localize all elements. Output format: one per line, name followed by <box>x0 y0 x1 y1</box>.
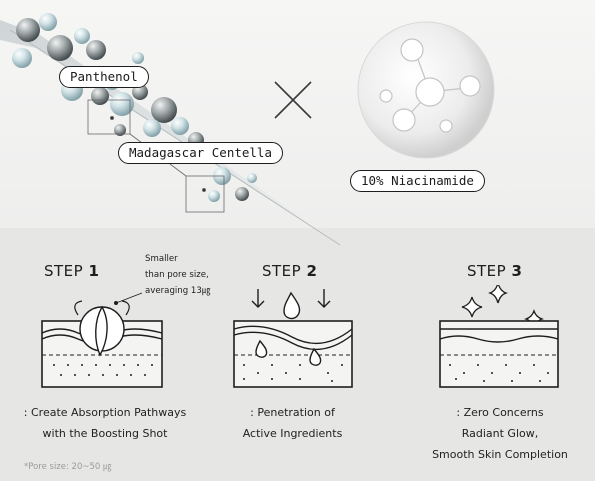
droplet-icon <box>283 291 301 320</box>
description-line: with the Boosting Shot <box>42 427 168 440</box>
description-line: Active Ingredients <box>242 427 343 440</box>
note-line: than pore size, <box>145 270 209 280</box>
bubbles-cluster <box>12 13 257 202</box>
step-number: 3 <box>511 262 523 280</box>
step-number: 1 <box>88 262 100 280</box>
pore-size-footnote: *Pore size: 20~50 ㎍ <box>24 462 112 472</box>
description-line: : Penetration of <box>250 406 335 419</box>
step-1-description: : Create Absorption Pathways with the Bo… <box>0 402 210 444</box>
step-label: STEP <box>44 262 84 280</box>
step-2-description: : Penetration of Active Ingredients <box>210 402 375 444</box>
step-label: STEP <box>262 262 302 280</box>
step-3-description: : Zero Concerns Radiant Glow, Smooth Ski… <box>405 402 595 465</box>
step-3-title: STEP 3 <box>467 262 522 280</box>
description-line: : Zero Concerns <box>456 406 544 419</box>
droplet-icon <box>255 339 268 358</box>
note-line: averaging 13㎍ <box>145 286 211 296</box>
description-line: Radiant Glow, <box>461 427 539 440</box>
description-line: Smooth Skin Completion <box>432 448 568 461</box>
step-2-title: STEP 2 <box>262 262 317 280</box>
centella-label: Madagascar Centella <box>118 142 283 164</box>
panthenol-label: Panthenol <box>59 66 149 88</box>
droplet-icon <box>309 347 322 366</box>
hero-illustration <box>0 13 495 246</box>
step-3-skin-diagram <box>439 285 559 388</box>
step-2-skin-diagram <box>233 289 353 388</box>
niacinamide-label: 10% Niacinamide <box>350 170 485 192</box>
description-line: : Create Absorption Pathways <box>23 406 187 419</box>
molecule-icon <box>357 21 495 159</box>
step-1-title: STEP 1 <box>44 262 99 280</box>
hero-section <box>0 0 595 228</box>
step-1-note: Smaller than pore size, averaging 13㎍ <box>145 251 210 299</box>
step-number: 2 <box>306 262 318 280</box>
note-line: Smaller <box>145 254 178 264</box>
step-label: STEP <box>467 262 507 280</box>
arrow-down-icon <box>251 289 331 308</box>
step-1-skin-diagram <box>41 292 163 388</box>
times-icon <box>274 81 312 119</box>
